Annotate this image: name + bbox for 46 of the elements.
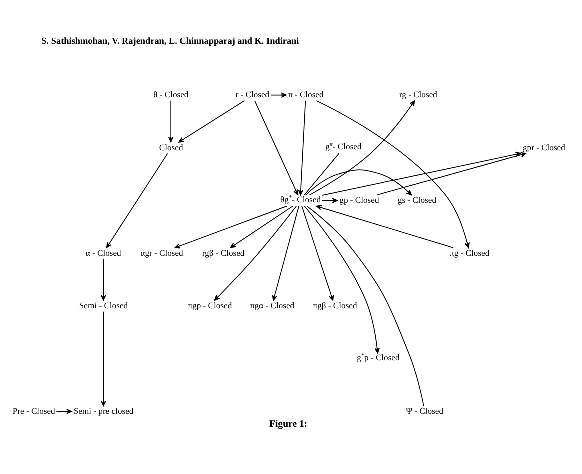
arrow bbox=[56, 409, 72, 414]
node-text: θ - Closed bbox=[154, 90, 189, 100]
node-text: Pre - Closed bbox=[12, 406, 56, 416]
node-text: θg$^{*}$- Closed bbox=[280, 194, 322, 204]
arrow bbox=[298, 100, 306, 196]
arrow bbox=[106, 153, 168, 248]
node-text: πgβ - Closed bbox=[313, 300, 358, 310]
node-text: g$^{#}$- Closed bbox=[326, 142, 362, 152]
node-text: πgα - Closed bbox=[250, 300, 295, 310]
arrow bbox=[306, 170, 412, 196]
node-text: πg - Closed bbox=[450, 248, 490, 258]
arrow bbox=[316, 100, 470, 248]
arrow bbox=[101, 258, 106, 301]
node-text: gs - Closed bbox=[398, 195, 437, 206]
node-text: πgp - Closed bbox=[188, 300, 232, 310]
arrow bbox=[316, 205, 454, 248]
node-text: Closed bbox=[159, 142, 184, 152]
node-text: gpr - Closed bbox=[523, 142, 566, 152]
node-text: rg - Closed bbox=[399, 90, 438, 100]
node-text: rgβ - Closed bbox=[202, 248, 245, 258]
node-text: π - Closed bbox=[288, 90, 324, 100]
label: S. Sathishmohan, V. Rajendran, L. Chinnapparaj and K. Indirani bbox=[42, 36, 300, 46]
node-text: αgr - Closed bbox=[140, 248, 184, 258]
arrow bbox=[178, 100, 246, 143]
node-text: Ψ - Closed bbox=[406, 406, 444, 416]
arrow bbox=[254, 100, 299, 196]
arrow bbox=[174, 206, 288, 249]
arrow bbox=[270, 92, 287, 98]
node-text: r - Closed bbox=[236, 90, 270, 100]
node-text: Semi - Closed bbox=[79, 300, 128, 310]
connector bbox=[304, 153, 340, 196]
arrow bbox=[214, 206, 297, 301]
arrow bbox=[302, 206, 334, 302]
arrow bbox=[101, 311, 106, 407]
node-text: Semi - pre closed bbox=[74, 406, 134, 416]
arrow bbox=[322, 198, 338, 204]
arrow bbox=[230, 206, 294, 248]
connector bbox=[306, 206, 424, 407]
arrow bbox=[168, 100, 174, 143]
node-text: α - Closed bbox=[86, 248, 122, 258]
caption: Figure 1: bbox=[269, 418, 308, 430]
node-text: gp - Closed bbox=[340, 195, 380, 206]
node-text: g$^{*}$p - Closed bbox=[357, 352, 400, 363]
arrow bbox=[309, 100, 416, 196]
arrow bbox=[272, 206, 300, 302]
arrow bbox=[304, 206, 380, 354]
